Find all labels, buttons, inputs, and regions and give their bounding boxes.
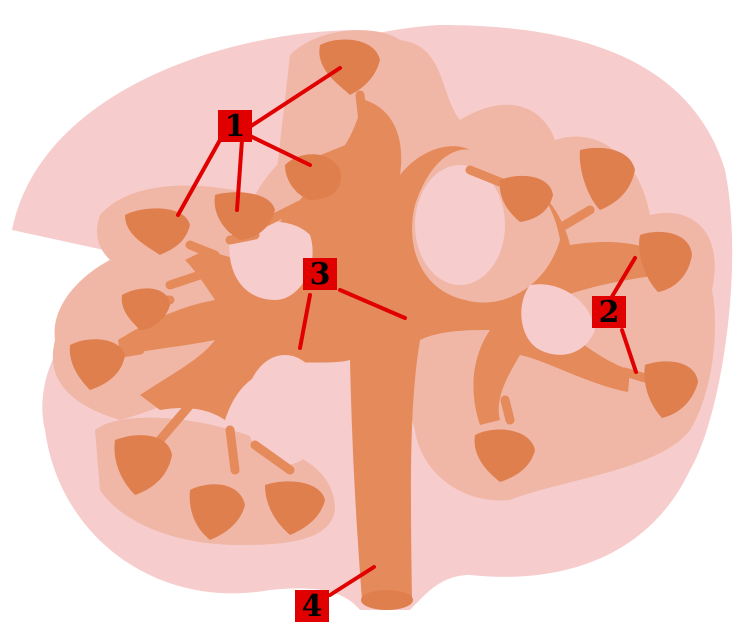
label-text-3: 3 [310, 257, 331, 292]
label-text-2: 2 [599, 295, 620, 330]
label-3: 3 [303, 257, 337, 292]
label-text-4: 4 [302, 589, 323, 624]
label-1: 1 [218, 109, 252, 144]
label-4: 4 [295, 589, 329, 624]
label-text-1: 1 [225, 109, 246, 144]
label-2: 2 [592, 295, 626, 330]
